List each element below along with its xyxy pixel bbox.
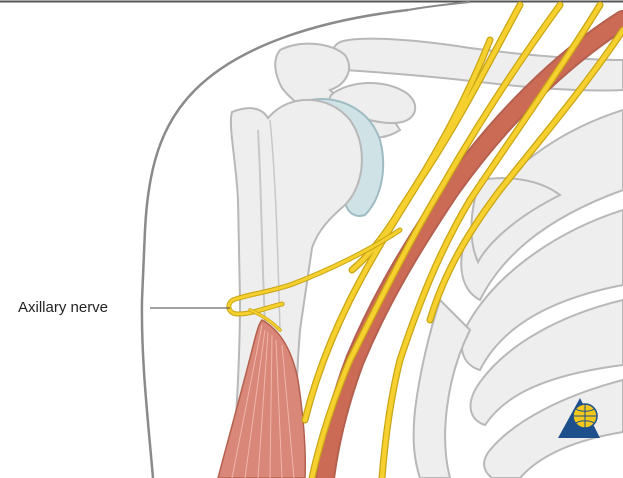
axillary-nerve-label: Axillary nerve	[18, 299, 108, 316]
neck-outline	[408, 2, 470, 10]
